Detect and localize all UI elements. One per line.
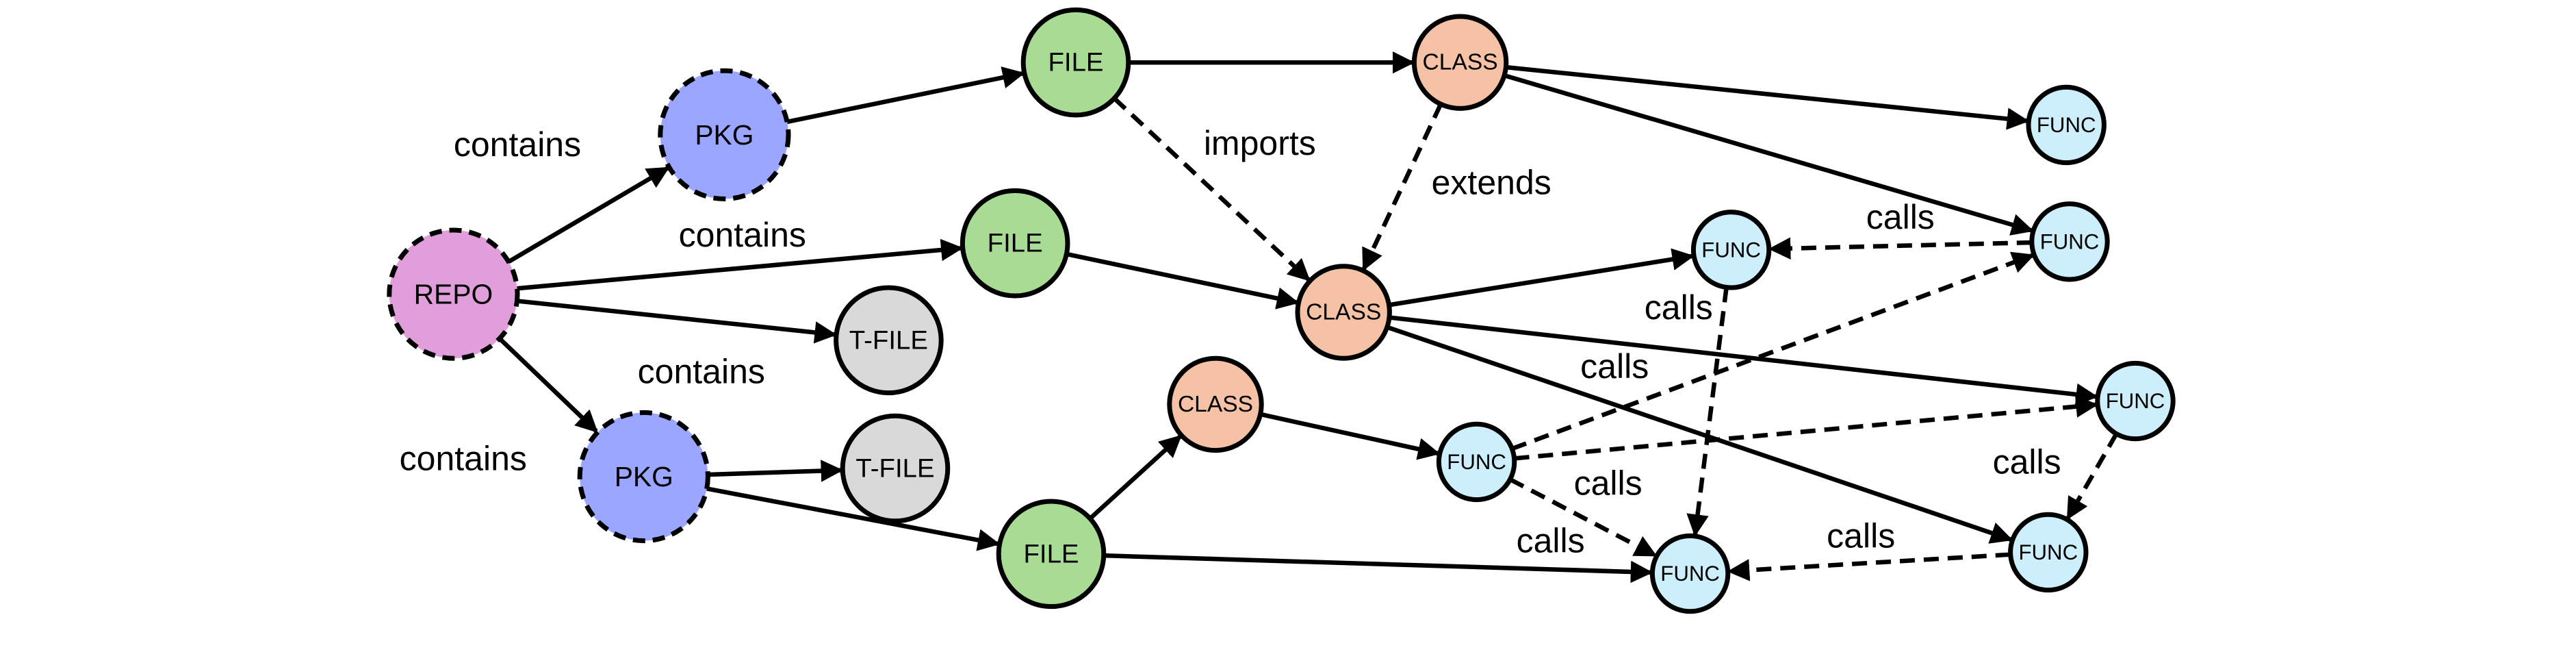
node-file1: FILE <box>1020 7 1131 118</box>
edge-func7-to-func6-dashed <box>1727 552 2011 581</box>
edge-label-contains-3: contains <box>638 352 765 390</box>
file-node-circle <box>996 499 1107 610</box>
edge-file3-to-func6 <box>1103 553 1653 584</box>
edge-class1-to-class2-dashed <box>1361 103 1443 271</box>
edge-class2-to-func3 <box>1389 248 1695 308</box>
edge-func5-to-func6-dashed <box>1509 477 1658 557</box>
edges-layer <box>498 51 2119 584</box>
class-node-label: CLASS <box>1178 392 1253 417</box>
edge-label-calls-2: calls <box>1645 288 1713 327</box>
tfile-node-label: T-FILE <box>849 325 928 355</box>
node-func1: FUNC <box>2026 84 2107 166</box>
nodes-layer: REPO PKG PKG FILE FILE FILE T-FILE T-FILE CLASS C… <box>387 7 2176 614</box>
func-node-label: FUNC <box>2037 113 2096 137</box>
node-tfile1: T-FILE <box>834 285 944 396</box>
class-node-label: CLASS <box>1306 300 1381 325</box>
pkg-node-label: PKG <box>615 461 673 492</box>
node-func6: FUNC <box>1649 533 1731 614</box>
edge-file1-to-class2-dashed <box>1112 97 1311 281</box>
class-node-circle <box>1167 355 1264 453</box>
func-node-circle <box>2008 512 2089 593</box>
edge-class1-to-func2 <box>1504 73 2034 236</box>
node-func2: FUNC <box>2029 201 2110 282</box>
edge-label-calls-7: calls <box>1993 442 2061 481</box>
file-node-label: FILE <box>1048 48 1103 77</box>
edge-repo-to-pkg1 <box>507 166 670 264</box>
edge-file3-to-class3 <box>1088 434 1182 521</box>
pkg-node-circle <box>658 68 791 201</box>
func-node-label: FUNC <box>2106 389 2165 413</box>
edge-func4-to-func7-dashed <box>2065 432 2119 521</box>
edge-class3-to-func5 <box>1259 412 1441 460</box>
edge-repo-to-pkg2 <box>498 336 598 433</box>
repo-node-circle <box>387 227 520 361</box>
edge-func3-to-func6-dashed <box>1686 287 1729 537</box>
class-node-circle <box>1295 264 1392 361</box>
edge-label-extends: extends <box>1432 163 1551 201</box>
func-node-circle <box>1436 421 1517 503</box>
file-node-label: FILE <box>988 229 1043 258</box>
node-func4: FUNC <box>2095 360 2176 442</box>
node-pkg2: PKG <box>577 410 710 544</box>
node-repo: REPO <box>387 227 520 361</box>
edge-repo-to-file2 <box>517 238 964 291</box>
edge-label-calls-1: calls <box>1866 198 1935 236</box>
repo-node-label: REPO <box>414 279 493 310</box>
node-func3: FUNC <box>1690 210 1772 290</box>
file-node-label: FILE <box>1023 539 1079 568</box>
pkg-node-label: PKG <box>695 119 754 151</box>
edge-pkg1-to-file1 <box>786 66 1025 125</box>
func-node-circle <box>2095 360 2176 442</box>
edge-func5-to-func2-dashed <box>1511 251 2035 451</box>
edge-label-calls-4: calls <box>1574 464 1643 503</box>
func-node-label: FUNC <box>1660 562 1720 586</box>
node-func7: FUNC <box>2008 512 2089 593</box>
func-node-circle <box>1649 533 1731 614</box>
edge-label-contains-4: contains <box>400 440 527 478</box>
func-node-label: FUNC <box>1447 450 1506 474</box>
class-node-label: CLASS <box>1423 50 1498 75</box>
edge-class1-to-func1 <box>1506 64 2030 130</box>
edge-class2-to-func7 <box>1386 325 2013 544</box>
edge-label-calls-5: calls <box>1517 522 1585 560</box>
func-node-label: FUNC <box>2018 540 2078 564</box>
node-class2: CLASS <box>1295 264 1392 361</box>
func-node-circle <box>2026 84 2107 166</box>
edge-func2-to-func3-dashed <box>1768 237 2032 260</box>
edge-func5-to-func4-dashed <box>1514 395 2098 461</box>
node-pkg1: PKG <box>658 68 791 201</box>
edge-label-imports: imports <box>1204 124 1316 162</box>
file-node-circle <box>1020 7 1131 118</box>
node-class3: CLASS <box>1167 355 1264 453</box>
node-file3: FILE <box>996 499 1107 610</box>
edge-class2-to-func4 <box>1389 315 2098 406</box>
edge-label-contains-2: contains <box>679 216 806 254</box>
edge-repo-to-tfile1 <box>517 299 837 344</box>
edge-label-contains-1: contains <box>454 125 581 164</box>
class-node-circle <box>1411 14 1509 111</box>
node-func5: FUNC <box>1436 421 1517 503</box>
pkg-node-circle <box>577 410 710 544</box>
func-node-label: FUNC <box>1701 238 1761 262</box>
file-node-circle <box>959 188 1070 299</box>
func-node-circle <box>1690 210 1772 290</box>
edge-labels-layer: contains contains contains contains imports e… <box>400 124 2061 560</box>
edge-file2-to-class2 <box>1066 251 1300 310</box>
tfile-node-circle <box>834 285 944 396</box>
node-tfile2: T-FILE <box>840 413 951 524</box>
func-node-label: FUNC <box>2040 229 2100 253</box>
edge-label-calls-6: calls <box>1827 516 1895 555</box>
edge-pkg2-to-tfile2 <box>708 460 844 482</box>
edge-label-calls-3: calls <box>1580 347 1649 386</box>
tfile-node-circle <box>840 413 951 524</box>
node-file2: FILE <box>959 188 1070 299</box>
tfile-node-label: T-FILE <box>855 454 934 484</box>
func-node-circle <box>2029 201 2110 282</box>
edge-pkg2-to-file3 <box>706 486 1001 551</box>
node-class1: CLASS <box>1411 14 1509 111</box>
